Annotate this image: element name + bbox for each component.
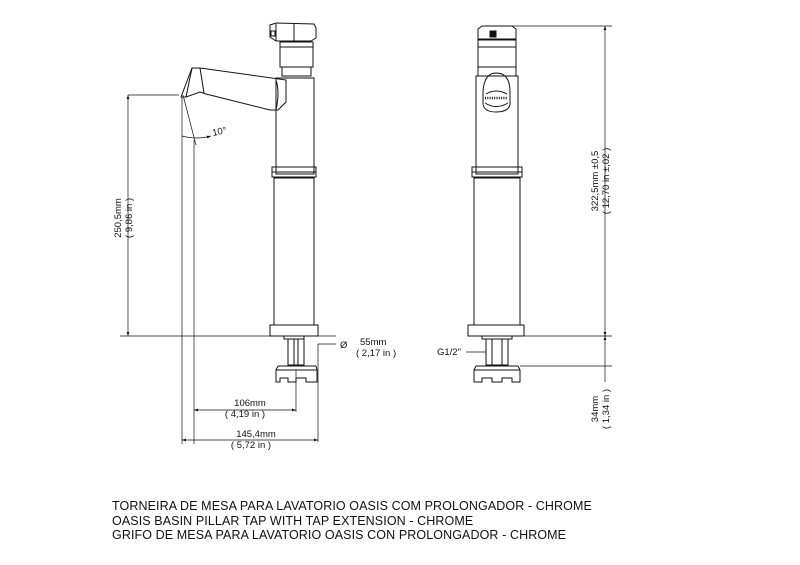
side-view [180,22,319,383]
base-diameter-in: ( 2,17 in ) [356,348,396,359]
front-tail [473,338,521,383]
side-dimensions [120,94,336,444]
total-height-in: ( 12,70 in ±,02 ) [601,148,612,214]
total-height-dimension: 322,5mm ±0,5 ( 12,70 in ±,02 ) [590,148,612,214]
height-spout-in: ( 9,86 in ) [124,198,135,238]
thread-label: G1/2" [437,347,461,358]
extension-in: ( 1,34 in ) [601,389,612,429]
side-base [269,324,319,340]
height-spout-dimension: 250,5mm ( 9,86 in ) [113,198,135,238]
front-dimensions [466,25,612,382]
product-titles: TORNEIRA DE MESA PARA LAVATORIO OASIS CO… [112,499,592,543]
height-spout-mm: 250,5mm [113,198,124,238]
side-spout [180,67,287,111]
title-english: OASIS BASIN PILLAR TAP WITH TAP EXTENSIO… [112,513,474,528]
extension-mm: 34mm [590,396,601,422]
front-body [471,72,523,326]
front-view [467,25,525,383]
extension-dimension: 34mm ( 1,34 in ) [590,389,612,429]
side-tail [275,338,318,383]
diameter-symbol: Ø [340,340,348,351]
overall-length-mm: 145,4mm [236,429,276,440]
title-spanish: GRIFO DE MESA PARA LAVATORIO OASIS CON P… [112,528,567,542]
side-neck [279,41,314,77]
front-neck [477,39,517,77]
base-diameter-mm: 55mm [360,337,386,348]
side-handle [269,22,317,42]
angle-label: 10° [211,125,228,139]
front-handle [477,25,517,40]
front-base [467,324,525,340]
total-height-mm: 322,5mm ±0,5 [590,151,601,212]
reach-mm: 106mm [234,398,266,409]
overall-length-in: ( 5,72 in ) [231,440,271,451]
title-portuguese: TORNEIRA DE MESA PARA LAVATORIO OASIS CO… [112,499,592,513]
side-body [271,77,317,326]
reach-in: ( 4,19 in ) [225,409,265,420]
